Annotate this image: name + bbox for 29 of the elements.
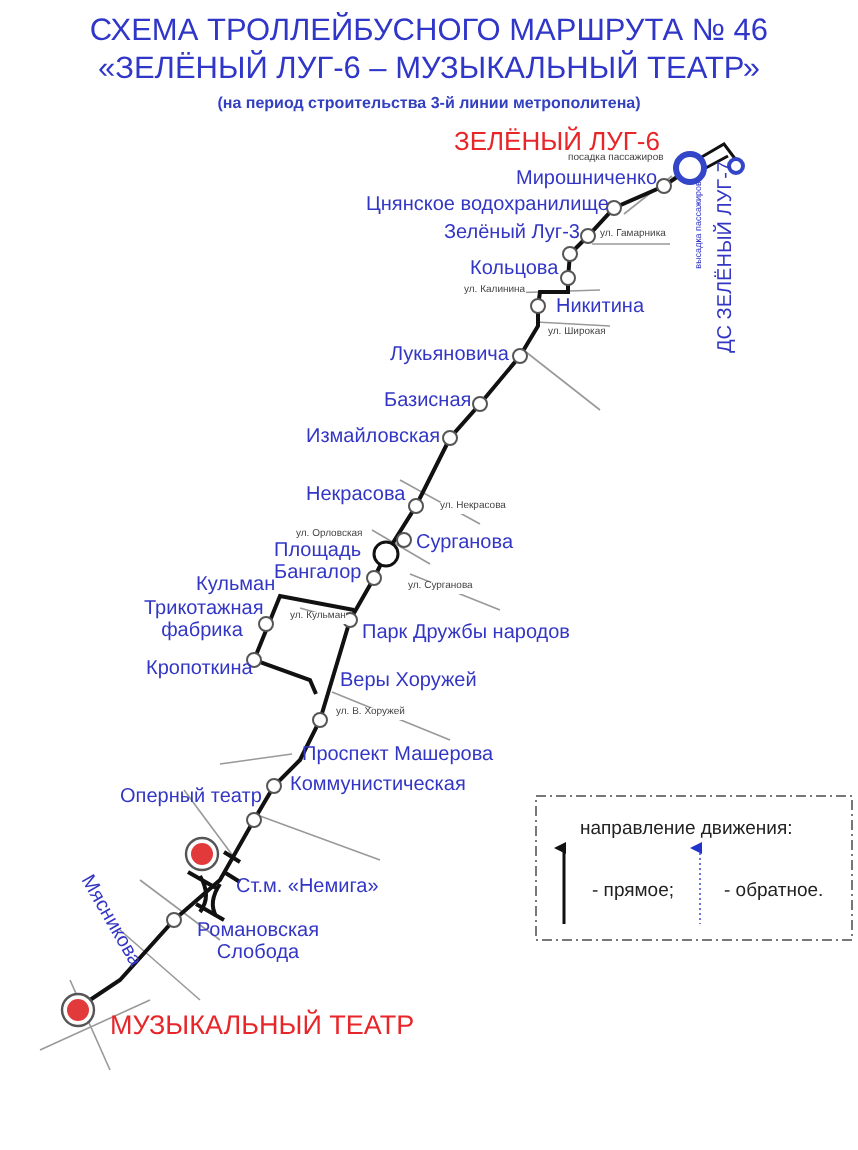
stop-name: Мирошниченко <box>516 168 658 190</box>
depot-name: ДС ЗЕЛЁНЫЙ ЛУГ-7 <box>715 161 737 353</box>
legend-title: направление движения: <box>580 820 793 841</box>
stop-name: Базисная <box>384 390 472 412</box>
terminal-name: МУЗЫКАЛЬНЫЙ ТЕАТР <box>110 1012 415 1042</box>
stop-name: Кульман <box>196 574 276 596</box>
legend-text: - обратное. <box>724 882 824 903</box>
stop-name: Никитина <box>556 296 645 318</box>
stop-name: Ст.м. «Немига» <box>236 876 379 898</box>
stop-name: Проспект Машерова <box>302 744 494 766</box>
stop-name: Трикотажная фабрика <box>144 598 260 642</box>
stop-name: Кропоткина <box>146 658 253 680</box>
legend-text: - прямое; <box>592 882 675 903</box>
caption: (на период строительства 3-й линии метрополитена) <box>215 96 643 114</box>
stop-name: Веры Хоружей <box>340 670 477 692</box>
stop-name: Коммунистическая <box>290 774 466 796</box>
stop-name: Некрасова <box>306 484 406 506</box>
stop-name: Лукьяновича <box>390 344 509 366</box>
stop-name: Измайловская <box>306 426 441 448</box>
terminal-name: ЗЕЛЁНЫЙ ЛУГ-6 <box>454 128 660 156</box>
title: СХЕМА ТРОЛЛЕЙБУСНОГО МАРШРУТА № 46 «ЗЕЛЁНЫЙ ЛУГ-6 – МУЗЫКАЛЬНЫЙ ТЕАТР» <box>87 12 771 90</box>
stop-name: Кольцова <box>470 258 559 280</box>
stop-name: Парк Дружбы народов <box>362 622 570 644</box>
stop-name: Зелёный Луг-3 <box>444 222 580 244</box>
stop-name: Площадь Бангалор <box>274 540 364 584</box>
stop-name: Цнянское водохранилище <box>366 194 609 216</box>
stop-name: Оперный театр <box>120 786 262 808</box>
stop-name: Романовская Слобода <box>194 920 322 964</box>
stop-name: Сурганова <box>416 532 514 554</box>
